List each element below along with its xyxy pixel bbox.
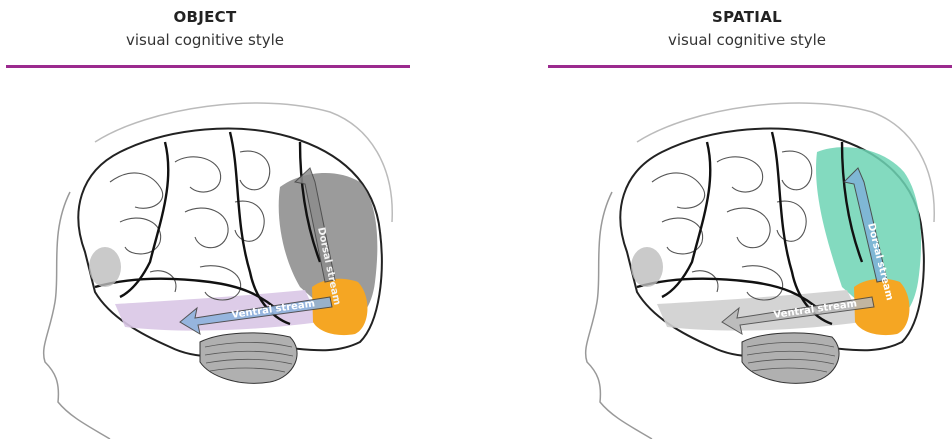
panel-spatial: SPATIAL visual cognitive style [542, 0, 952, 439]
cerebellum [200, 333, 297, 383]
cerebellum [742, 333, 839, 383]
frontal-pole [89, 247, 121, 287]
brain-diagram-spatial: Dorsal stream Ventral stream [542, 72, 952, 439]
panel-object: OBJECT visual cognitive style [0, 0, 410, 439]
divider-rule [6, 65, 410, 68]
panel-subtitle: visual cognitive style [542, 31, 952, 49]
panel-title: SPATIAL [542, 8, 952, 26]
panel-title: OBJECT [0, 8, 410, 26]
panel-subtitle: visual cognitive style [0, 31, 410, 49]
brain-diagram-object: Dorsal stream Ventral stream [0, 72, 410, 439]
frontal-pole [631, 247, 663, 287]
divider-rule [548, 65, 952, 68]
